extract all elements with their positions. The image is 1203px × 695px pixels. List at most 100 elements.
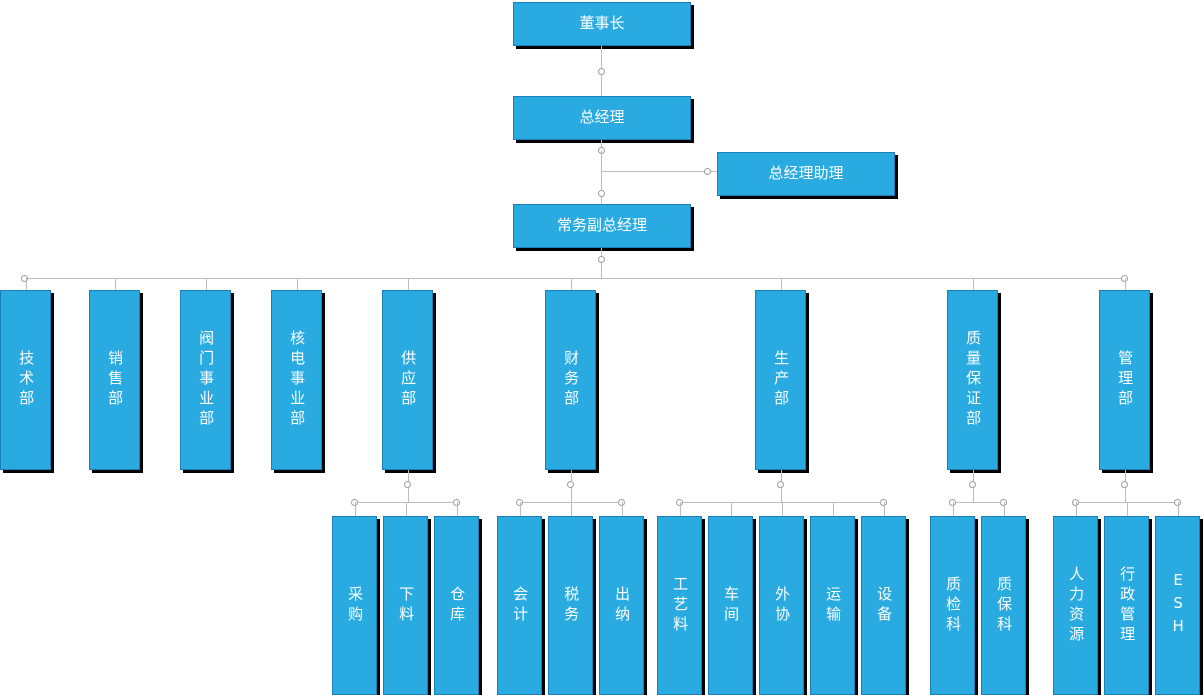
org-node-label: 总经理助理 [768,164,844,183]
connector-sub-drop [730,502,732,516]
org-node-assurance[interactable]: 质保科 [981,516,1026,695]
org-node-chairman[interactable]: 董事长 [513,2,691,46]
connector-dept-drop [296,278,298,290]
org-node-transport[interactable]: 运输 [810,516,855,695]
connector-dept-drop [25,278,27,290]
connector-gm-deputy [601,140,602,204]
org-node-gm[interactable]: 总经理 [513,96,691,140]
connector-sub-drop [354,502,356,516]
org-node-production[interactable]: 生产部 [755,290,806,470]
connector-department-bus [24,278,1124,279]
org-node-label: 质保科 [995,575,1014,636]
connector-sub-drop [456,502,458,516]
connector-dept-drop [114,278,116,290]
org-node-label: 税务 [562,585,581,626]
connector-sub-drop [519,502,521,516]
connector-dept-drop [780,278,782,290]
connector-sub-drop [781,502,783,516]
connector-sub-drop [883,502,885,516]
connector-sub-drop [405,502,407,516]
org-node-label: 行政管理 [1118,565,1137,646]
org-node-gm_assistant[interactable]: 总经理助理 [717,152,895,196]
connector-gm-assistant-drop [601,150,602,171]
org-node-esh[interactable]: ESH [1155,516,1200,695]
connector-dot-dept-sub [404,480,411,488]
connector-sub-drop [1177,502,1179,516]
connector-sub-drop [952,502,954,516]
connector-dept-drop [407,278,409,290]
org-node-label: 董事长 [579,14,625,33]
connector-sub-bus [952,502,1004,503]
connector-dot-chairman-gm [597,67,605,75]
connector-dot-dept-sub [1121,480,1128,488]
org-node-label: 生产部 [772,350,791,410]
org-node-tax[interactable]: 税务 [548,516,593,695]
connector-sub-drop [1003,502,1005,516]
connector-dot-deputy-bottom [597,255,605,263]
org-node-label: 仓库 [448,585,467,626]
org-node-label: 销售部 [106,350,125,410]
connector-dot-dept-sub [777,480,784,488]
connector-dot-deputy-top [597,189,605,197]
org-node-finance[interactable]: 财务部 [545,290,596,470]
org-node-label: 人力资源 [1067,565,1086,646]
org-node-hr[interactable]: 人力资源 [1053,516,1098,695]
org-node-valve[interactable]: 阀门事业部 [180,290,231,470]
org-node-purchase[interactable]: 采购 [332,516,377,695]
org-node-label: 技术部 [17,350,36,410]
connector-dot-dept-sub [567,480,574,488]
connector-dot-bus-left [20,274,28,282]
org-node-label: 采购 [346,585,365,626]
connector-sub-drop [1126,502,1128,516]
connector-dot-dept-sub [969,480,976,488]
org-node-supply[interactable]: 供应部 [382,290,433,470]
org-node-warehouse[interactable]: 仓库 [434,516,479,695]
connector-sub-drop [1075,502,1077,516]
org-node-cashier[interactable]: 出纳 [599,516,644,695]
org-node-label: 总经理 [579,108,625,127]
connector-dept-drop [972,278,974,290]
org-node-equipment[interactable]: 设备 [861,516,906,695]
org-node-label: 财务部 [562,350,581,410]
org-node-label: 下料 [397,585,416,626]
connector-dept-drop [1124,278,1126,290]
connector-gm-assistant [601,171,717,172]
org-node-label: 会计 [511,585,530,626]
org-node-label: 阀门事业部 [197,330,216,430]
org-node-workshop[interactable]: 车间 [708,516,753,695]
connector-sub-drop [832,502,834,516]
org-node-nuclear[interactable]: 核电事业部 [271,290,322,470]
connector-sub-drop [679,502,681,516]
org-node-quality[interactable]: 质量保证部 [947,290,998,470]
org-node-cutting[interactable]: 下料 [383,516,428,695]
org-node-label: 外协 [773,585,792,626]
connector-dept-drop [570,278,572,290]
org-node-label: 质量保证部 [964,330,983,430]
org-node-sales[interactable]: 销售部 [89,290,140,470]
connector-dot-bus-right [1120,274,1128,282]
org-node-process[interactable]: 工艺料 [657,516,702,695]
org-node-label: 运输 [824,585,843,626]
org-node-accounting[interactable]: 会计 [497,516,542,695]
org-node-label: 核电事业部 [288,330,307,430]
org-node-outsourcing[interactable]: 外协 [759,516,804,695]
org-node-label: 常务副总经理 [556,216,647,235]
org-node-tech[interactable]: 技术部 [0,290,51,470]
org-node-admin[interactable]: 管理部 [1099,290,1150,470]
org-node-label: 设备 [875,585,894,626]
org-node-administration[interactable]: 行政管理 [1104,516,1149,695]
connector-sub-drop [570,502,572,516]
connector-sub-drop [621,502,623,516]
org-node-label: 车间 [722,585,741,626]
org-node-label: 质检科 [944,575,963,636]
connector-dot-assistant [703,167,711,175]
org-node-label: 工艺料 [671,575,690,636]
connector-deputy-bus [601,248,602,278]
org-node-label: ESH [1169,571,1188,640]
org-node-inspection[interactable]: 质检科 [930,516,975,695]
org-node-label: 出纳 [613,585,632,626]
org-node-label: 管理部 [1116,350,1135,410]
org-node-label: 供应部 [399,350,418,410]
org-node-deputy_gm[interactable]: 常务副总经理 [513,204,691,248]
